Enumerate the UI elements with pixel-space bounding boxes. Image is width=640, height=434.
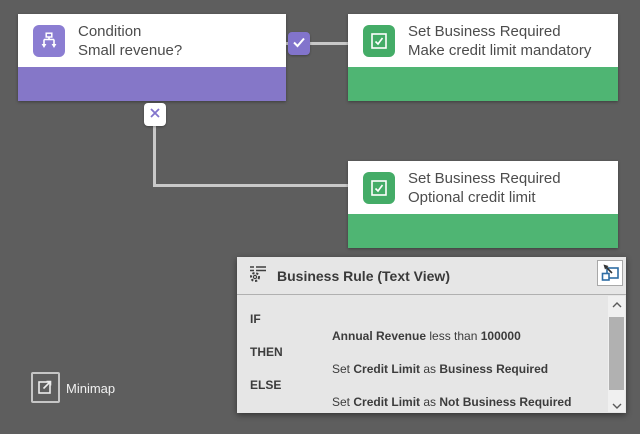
text-view-body: IF Annual Revenue less than 100000 THEN … — [237, 295, 626, 412]
true-node-title: Set Business Required — [408, 22, 561, 40]
true-node-subtitle: Make credit limit mandatory — [408, 41, 592, 59]
set-business-required-optional-node[interactable]: Set Business Required Optional credit li… — [348, 161, 618, 248]
checkbox-icon — [363, 24, 395, 57]
text-view-title: Business Rule (Text View) — [277, 267, 450, 284]
condition-node-footer — [18, 67, 286, 101]
false-node-footer — [348, 214, 618, 248]
false-node-body: Set Business Required Optional credit li… — [348, 161, 618, 214]
chevron-up-icon — [612, 295, 622, 313]
rule-if-keyword: IF — [250, 312, 261, 326]
rule-else-keyword: ELSE — [250, 378, 282, 392]
scrollbar-thumb[interactable] — [609, 317, 624, 390]
rule-if-value: 100000 — [480, 328, 521, 343]
true-node-footer — [348, 67, 618, 101]
rule-else-mid: as — [420, 394, 440, 409]
rule-else-pre: Set — [332, 394, 354, 409]
rule-if-detail: Annual Revenue less than 100000 — [250, 328, 604, 345]
true-node-body: Set Business Required Make credit limit … — [348, 14, 618, 67]
connector-false-branch-horizontal — [153, 184, 348, 187]
condition-node-subtitle: Small revenue? — [78, 41, 183, 59]
text-view-header: Business Rule (Text View) — [237, 257, 626, 295]
rule-else-value: Not Business Required — [439, 394, 572, 409]
rule-then-field: Credit Limit — [353, 361, 421, 376]
set-business-required-mandatory-node[interactable]: Set Business Required Make credit limit … — [348, 14, 618, 101]
branch-icon — [33, 24, 65, 57]
business-rule-icon — [248, 263, 268, 288]
minimap-button[interactable] — [31, 372, 60, 403]
rule-then-pre: Set — [332, 361, 354, 376]
text-view-scrollbar[interactable] — [608, 296, 625, 412]
checkbox-icon — [363, 171, 395, 204]
cross-icon — [149, 106, 161, 124]
popout-icon — [600, 262, 620, 285]
false-branch-badge[interactable] — [144, 103, 166, 126]
false-node-title: Set Business Required — [408, 169, 561, 187]
rule-then-mid: as — [420, 361, 440, 376]
false-node-subtitle: Optional credit limit — [408, 188, 536, 206]
rule-then-value: Business Required — [439, 361, 549, 376]
popout-button[interactable] — [597, 260, 623, 286]
minimap-label: Minimap — [66, 381, 116, 396]
rule-then-detail: Set Credit Limit as Business Required — [250, 361, 604, 378]
true-branch-badge[interactable] — [288, 32, 310, 55]
scroll-up-button[interactable] — [608, 296, 625, 311]
condition-node-body: Condition Small revenue? — [18, 14, 286, 67]
minimap-expand-icon — [37, 378, 54, 398]
text-view-panel: Business Rule (Text View) IF Annual Reve… — [237, 257, 626, 413]
condition-node[interactable]: Condition Small revenue? — [18, 14, 286, 101]
connector-false-branch-vertical — [153, 122, 156, 186]
scroll-down-button[interactable] — [608, 397, 625, 412]
check-icon — [292, 35, 306, 53]
connector-true-branch — [286, 42, 348, 45]
rule-if-field: Annual Revenue — [332, 328, 427, 343]
condition-node-title: Condition — [78, 22, 142, 40]
chevron-down-icon — [612, 396, 622, 414]
rule-else-field: Credit Limit — [353, 394, 421, 409]
rule-if-operator: less than — [426, 328, 481, 343]
rule-else-detail: Set Credit Limit as Not Business Require… — [250, 394, 604, 411]
rule-then-keyword: THEN — [250, 345, 283, 359]
